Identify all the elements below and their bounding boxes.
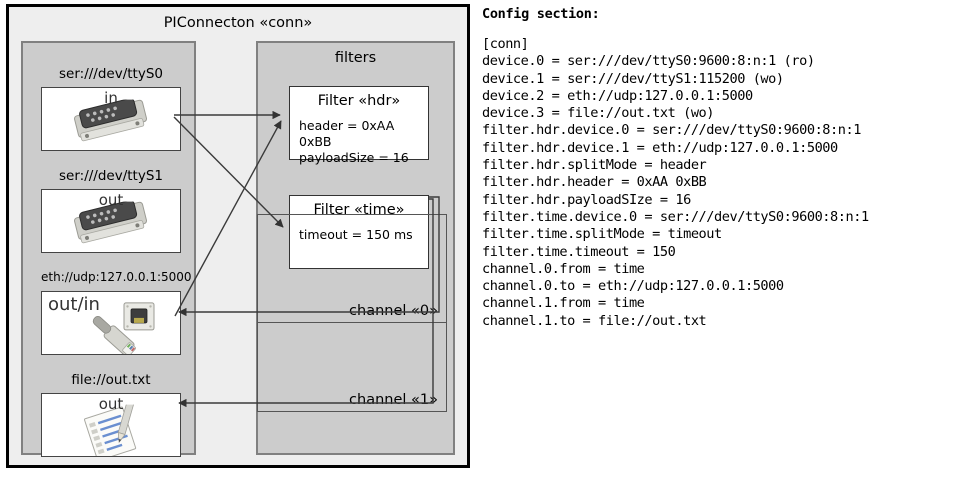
device-box[interactable]: in: [41, 87, 181, 151]
connection-diagram: PIConnecton «conn» ser:///dev/ttyS0 in: [6, 4, 470, 468]
device-box[interactable]: out: [41, 189, 181, 253]
serial-port-icon: [68, 200, 154, 248]
devices-group: ser:///dev/ttyS0 in: [21, 41, 196, 457]
device-ser-ttyS1[interactable]: ser:///dev/ttyS1 out: [41, 168, 181, 253]
config-line: filter.hdr.header = 0xAA 0xBB: [482, 174, 707, 191]
channel-label: channel «1»: [349, 392, 438, 408]
config-line: filter.hdr.payloadSIze = 16: [482, 191, 691, 208]
config-line: filter.time.splitMode = timeout: [482, 226, 722, 243]
config-line: filter.hdr.device.0 = ser:///dev/ttyS0:9…: [482, 122, 861, 139]
device-label: file://out.txt: [71, 372, 151, 388]
diagram-title: PIConnecton «conn»: [163, 15, 313, 31]
filter-card-body: header = 0xAA 0xBB payloadSize = 16: [299, 118, 428, 166]
text-file-icon: [78, 397, 150, 456]
config-line: channel.0.to = eth://udp:127.0.0.1:5000: [482, 278, 784, 295]
config-line: channel.1.to = file://out.txt: [482, 312, 707, 329]
channel-label: channel «0»: [349, 303, 438, 319]
channel-frame-0: channel «0»: [257, 214, 447, 323]
device-label: ser:///dev/ttyS0: [59, 66, 163, 82]
ethernet-jack-icon: [84, 302, 174, 354]
serial-port-icon: [68, 98, 154, 146]
config-section-heading: Config section:: [482, 6, 600, 22]
filter-card-hdr[interactable]: Filter «hdr» header = 0xAA 0xBB payloadS…: [289, 86, 429, 165]
filter-property: header = 0xAA 0xBB: [299, 118, 395, 149]
filter-card-title: Filter «hdr»: [317, 93, 401, 109]
config-line: device.1 = ser:///dev/ttyS1:115200 (wo): [482, 70, 784, 87]
config-line: channel.1.from = time: [482, 295, 645, 312]
config-line: [conn]: [482, 36, 529, 52]
device-box[interactable]: out: [41, 393, 181, 457]
channel-frame-1: channel «1»: [257, 322, 447, 412]
config-section: Config section: [conn]device.0 = ser:///…: [482, 6, 958, 330]
device-direction: in: [104, 89, 118, 107]
device-eth-udp[interactable]: eth://udp:127.0.0.1:5000 out/in: [41, 270, 192, 355]
config-line: device.0 = ser:///dev/ttyS0:9600:8:n:1 (…: [482, 53, 815, 70]
config-line: filter.hdr.splitMode = header: [482, 157, 707, 174]
device-box[interactable]: out/in: [41, 291, 181, 355]
filter-property: payloadSize = 16: [299, 150, 409, 165]
device-label: eth://udp:127.0.0.1:5000: [41, 270, 192, 284]
filters-group: filters Filter «hdr» header = 0xAA 0xBB …: [256, 41, 455, 455]
device-file-out[interactable]: file://out.txt out: [41, 372, 181, 457]
device-direction: out: [98, 395, 124, 413]
device-ser-ttyS0[interactable]: ser:///dev/ttyS0 in: [41, 66, 181, 151]
device-direction: out/in: [48, 294, 100, 315]
config-line: device.3 = file://out.txt (wo): [482, 105, 715, 122]
config-line: filter.time.timeout = 150: [482, 243, 676, 260]
config-lines: [conn]device.0 = ser:///dev/ttyS0:9600:8…: [482, 36, 958, 330]
device-direction: out: [98, 191, 124, 209]
config-line: filter.hdr.device.1 = eth://udp:127.0.0.…: [482, 139, 838, 156]
config-line: device.2 = eth://udp:127.0.0.1:5000: [482, 87, 753, 104]
config-line: filter.time.device.0 = ser:///dev/ttyS0:…: [482, 208, 869, 225]
config-line: channel.0.from = time: [482, 260, 645, 277]
device-label: ser:///dev/ttyS1: [59, 168, 163, 184]
filters-group-title: filters: [334, 50, 377, 66]
